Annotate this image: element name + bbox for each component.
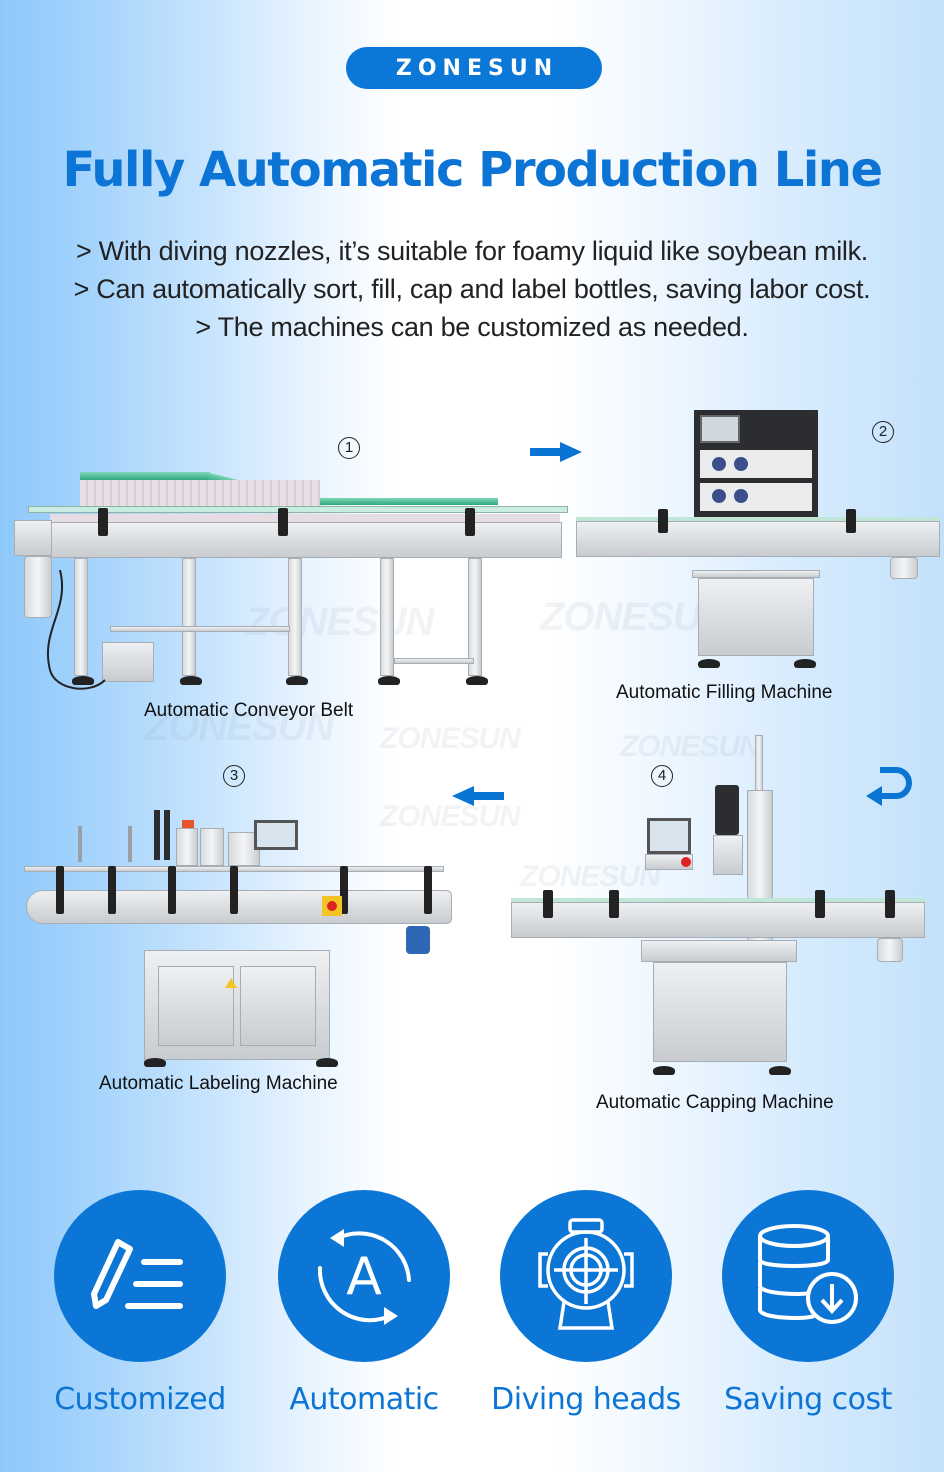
- step-number-4: 4: [651, 765, 673, 787]
- step-number-2: 2: [872, 421, 894, 443]
- arrow-right-icon: [530, 442, 582, 462]
- return-arrow-icon: [866, 767, 912, 806]
- feature-circle: [54, 1190, 226, 1362]
- step-caption-1: Automatic Conveyor Belt: [144, 700, 354, 721]
- labeling-machine-image: [18, 800, 458, 1070]
- arrow-left-icon: [452, 786, 504, 806]
- feature-label: Diving heads: [491, 1382, 681, 1417]
- step-caption-3: Automatic Labeling Machine: [99, 1073, 338, 1094]
- feature-diving-heads: Diving heads: [491, 1190, 681, 1417]
- capping-machine-image: [505, 730, 925, 1095]
- step-caption-2: Automatic Filling Machine: [616, 682, 833, 703]
- feature-saving-cost: Saving cost: [722, 1190, 894, 1417]
- step-number-3: 3: [223, 765, 245, 787]
- auto-cycle-icon: A: [317, 1229, 411, 1325]
- watermark: ZONESUN: [245, 600, 435, 644]
- bullet-item: > The machines can be customized as need…: [195, 312, 749, 342]
- feature-circle: [500, 1190, 672, 1362]
- watermark: ZONESUN: [380, 722, 521, 755]
- diving-helmet-icon: [538, 1218, 634, 1330]
- page-title: Fully Automatic Production Line: [62, 142, 883, 198]
- watermark: ZONESUN: [380, 800, 521, 833]
- brand-logo-text: ZONESUN: [395, 55, 559, 81]
- bullet-item: > Can automatically sort, fill, cap and …: [73, 274, 871, 304]
- watermark: ZONESUN: [145, 705, 335, 749]
- conveyor-belt-image: [10, 470, 570, 700]
- feature-label: Customized: [54, 1382, 226, 1417]
- feature-circle: [722, 1190, 894, 1362]
- feature-customized: Customized: [54, 1190, 226, 1417]
- feature-bullets: > With diving nozzles, it’s suitable for…: [0, 232, 944, 346]
- bullet-item: > With diving nozzles, it’s suitable for…: [75, 236, 868, 266]
- feature-circle: A: [278, 1190, 450, 1362]
- step-number-1: 1: [338, 437, 360, 459]
- step-caption-4: Automatic Capping Machine: [596, 1092, 834, 1113]
- feature-label: Automatic: [289, 1382, 439, 1417]
- watermark: ZONESUN: [620, 730, 761, 763]
- filling-machine-image: [572, 405, 940, 675]
- pencil-list-icon: [91, 1239, 183, 1309]
- watermark: ZONESUN: [520, 860, 661, 893]
- feature-label: Saving cost: [724, 1382, 892, 1417]
- brand-logo: ZONESUN: [346, 47, 602, 89]
- svg-text:A: A: [346, 1247, 382, 1307]
- feature-automatic: A Automatic: [278, 1190, 450, 1417]
- watermark: ZONESUN: [540, 595, 730, 639]
- database-download-icon: [758, 1224, 858, 1324]
